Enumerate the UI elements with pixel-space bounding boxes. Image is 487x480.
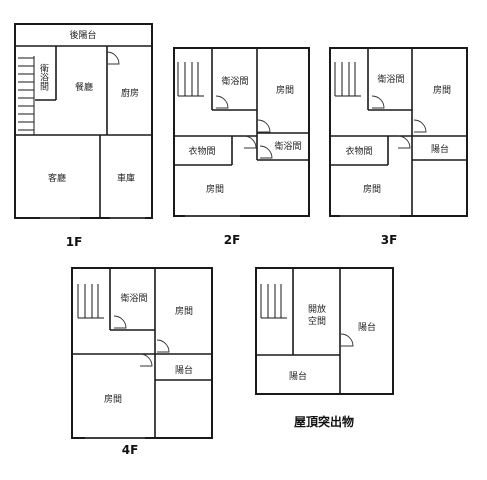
plan-roof: 開放 空間 陽台 陽台 — [255, 267, 394, 395]
door — [413, 119, 427, 133]
door — [340, 333, 354, 347]
room-balcony-3f: 陽台 — [431, 143, 449, 155]
plan-4f: 衛浴間 房間 陽台 房間 — [71, 267, 213, 439]
room-closet-2f: 衣物間 — [188, 145, 215, 157]
room-bedroom-top-4f: 房間 — [175, 305, 193, 317]
room-rear-balcony-1f: 後陽台 — [69, 29, 96, 41]
staircase-1f — [18, 56, 35, 135]
door — [259, 145, 273, 159]
staircase-2f — [177, 62, 204, 97]
room-garage-1f: 車庫 — [117, 172, 135, 184]
door — [371, 95, 385, 109]
room-bedroom-top-3f: 房間 — [433, 84, 451, 96]
room-bathroom-3f: 衛浴間 — [377, 73, 404, 85]
label-1f: 1F — [66, 235, 83, 249]
room-open-space-roof-line1: 開放 — [308, 303, 326, 315]
room-dining-1f: 餐廳 — [75, 81, 93, 93]
staircase-3f — [334, 62, 361, 97]
outer-wall-2f — [173, 47, 310, 217]
outer-wall-roof — [255, 267, 394, 395]
room-bedroom-bottom-2f: 房間 — [206, 183, 224, 195]
plan-2f: 衛浴間 房間 衣物間 衛浴間 房間 — [173, 47, 310, 217]
outer-wall-3f — [329, 47, 468, 217]
door — [243, 135, 257, 149]
door — [106, 51, 120, 65]
room-bedroom-bottom-4f: 房間 — [104, 393, 122, 405]
room-balcony-4f: 陽台 — [175, 364, 193, 376]
room-bathroom-4f: 衛浴間 — [120, 292, 147, 304]
door — [156, 339, 170, 353]
door — [215, 95, 229, 109]
room-kitchen-1f: 廚房 — [121, 87, 139, 99]
staircase-4f — [77, 284, 104, 319]
room-bedroom-top-2f: 房間 — [276, 84, 294, 96]
room-living-1f: 客廳 — [48, 172, 66, 184]
plan-3f: 衛浴間 房間 衣物間 陽台 房間 — [329, 47, 468, 217]
room-balcony-bottom-roof: 陽台 — [289, 370, 307, 382]
outer-wall-1f — [14, 23, 153, 219]
door — [139, 353, 153, 367]
room-bathroom-2f: 衛浴間 — [221, 75, 248, 87]
room-bathroom-2-2f: 衛浴間 — [274, 140, 301, 152]
room-bathroom-1f: 衛浴間 — [38, 62, 49, 91]
label-roof: 屋頂突出物 — [294, 414, 354, 429]
staircase-roof — [260, 284, 287, 319]
room-closet-3f: 衣物間 — [345, 145, 372, 157]
room-balcony-right-roof: 陽台 — [358, 321, 376, 333]
label-2f: 2F — [224, 233, 241, 247]
door — [113, 315, 127, 329]
room-bedroom-bottom-3f: 房間 — [363, 183, 381, 195]
room-open-space-roof-line2: 空間 — [308, 315, 326, 327]
door — [397, 135, 411, 149]
plan-1f: 後陽台 衛浴間 餐廳 廚房 客廳 車庫 — [14, 23, 153, 219]
door — [257, 119, 271, 133]
label-3f: 3F — [381, 233, 398, 247]
label-4f: 4F — [122, 443, 139, 457]
